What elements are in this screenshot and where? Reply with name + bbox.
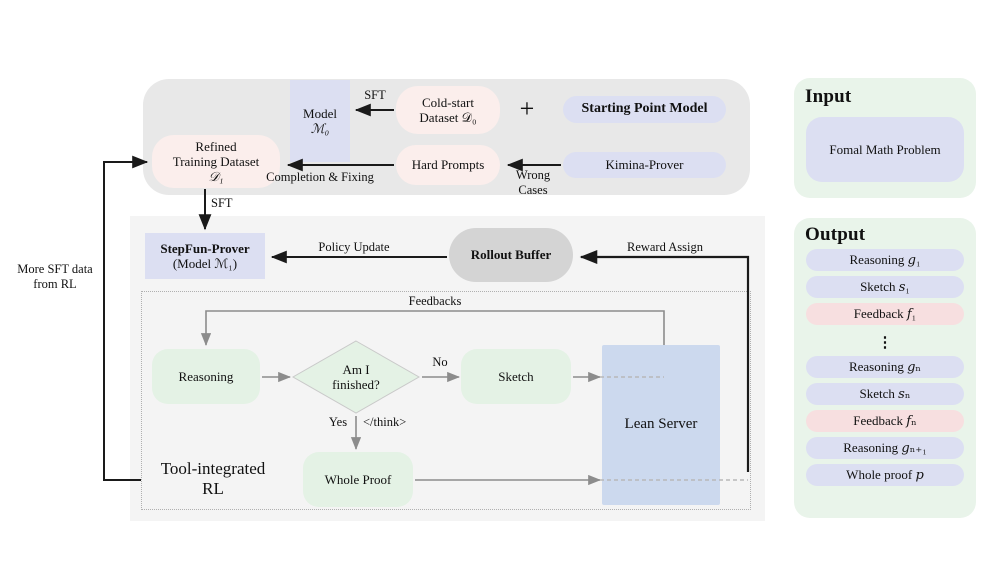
tool-rl-line1: Tool-integrated (160, 458, 266, 478)
decision-diamond: Am I finished? (292, 340, 420, 414)
output-item-5: Sketch 𝑠ₙ (806, 383, 964, 405)
cold-start-line2: Dataset 𝒟₀ (419, 110, 477, 125)
rollout-buffer-box: Rollout Buffer (449, 228, 573, 282)
output-item-label: Reasoning 𝑔₁ (849, 252, 921, 268)
edge-label-no: No (432, 355, 448, 369)
edge-label-think-close: </think> (363, 415, 407, 429)
input-panel-title: Input (805, 86, 852, 107)
reasoning-label: Reasoning (178, 368, 234, 384)
output-item-4: Reasoning 𝑔ₙ (806, 356, 964, 378)
edge-label-wrong-cases-line2: Cases (518, 183, 548, 197)
output-item-1: Sketch 𝑠₁ (806, 276, 964, 298)
whole-proof-label: Whole Proof (324, 471, 392, 487)
model-m0-label-line1: Model (303, 105, 337, 121)
lean-server-label: Lean Server (624, 416, 698, 433)
cold-start-dataset-box: Cold-start Dataset 𝒟₀ (396, 86, 500, 134)
model-m0-label-line2: ℳ₀ (310, 121, 330, 136)
decision-line1: Am I (342, 361, 370, 377)
rollout-buffer-label: Rollout Buffer (470, 247, 552, 263)
output-item-label: Feedback 𝑓ₙ (853, 413, 917, 429)
sketch-label: Sketch (498, 368, 534, 384)
edge-label-more-sft-line2: from RL (33, 277, 77, 291)
model-m0-box: Model ℳ₀ (290, 80, 350, 162)
plus-symbol: + (519, 93, 535, 123)
stepfun-prover-line1: StepFun-Prover (160, 240, 250, 256)
tool-integrated-rl-label: Tool-integrated RL (148, 455, 278, 503)
edge-label-sft-top: SFT (364, 88, 386, 102)
output-item-label: Whole proof 𝑝 (846, 467, 924, 483)
refined-dataset-line1: Refined (195, 138, 237, 154)
stepfun-prover-line2: (Model ℳ₁) (172, 256, 238, 271)
output-items-list: Reasoning 𝑔₁ Sketch 𝑠₁ Feedback 𝑓₁ ⋮ Reasoni… (806, 249, 964, 511)
kimina-prover-label: Kimina-Prover (605, 157, 684, 173)
output-panel-title: Output (805, 224, 866, 245)
refined-training-dataset-box: Refined Training Dataset 𝒟₁ (152, 135, 280, 188)
edge-label-reward-assign: Reward Assign (626, 240, 704, 254)
lean-server-box: Lean Server (602, 345, 720, 505)
edge-label-feedbacks: Feedbacks (408, 294, 462, 308)
edge-label-more-sft-line1: More SFT data (17, 262, 93, 276)
edge-label-wrong-cases-line1: Wrong (515, 168, 551, 182)
output-item-label: Sketch 𝑠₁ (860, 279, 910, 295)
reasoning-box: Reasoning (152, 349, 260, 404)
output-item-6: Feedback 𝑓ₙ (806, 410, 964, 432)
output-item-8: Whole proof 𝑝 (806, 464, 964, 486)
output-item-label: Reasoning 𝑔ₙ₊₁ (843, 440, 927, 456)
output-item-label: Reasoning 𝑔ₙ (848, 359, 922, 375)
output-item-7: Reasoning 𝑔ₙ₊₁ (806, 437, 964, 459)
refined-dataset-line2: Training Dataset (172, 153, 260, 169)
hard-prompts-box: Hard Prompts (396, 145, 500, 185)
whole-proof-box: Whole Proof (303, 452, 413, 507)
hard-prompts-label: Hard Prompts (411, 157, 485, 173)
edge-label-policy-update: Policy Update (318, 240, 390, 254)
edge-label-completion-fixing: Completion & Fixing (266, 170, 374, 184)
sketch-box: Sketch (461, 349, 571, 404)
edge-label-sft-down: SFT (211, 196, 233, 210)
input-item-label: Fomal Math Problem (829, 141, 941, 157)
output-item-ellipsis: ⋮ (877, 334, 893, 351)
output-item-label: Sketch 𝑠ₙ (859, 386, 911, 402)
tool-rl-line2: RL (202, 479, 224, 498)
input-item-formal-math-problem: Fomal Math Problem (806, 117, 964, 182)
output-item-label: Feedback 𝑓₁ (853, 306, 917, 322)
output-item-2: Feedback 𝑓₁ (806, 303, 964, 325)
decision-line2: finished? (332, 377, 380, 392)
output-item-0: Reasoning 𝑔₁ (806, 249, 964, 271)
stepfun-prover-box: StepFun-Prover (Model ℳ₁) (145, 233, 265, 279)
refined-dataset-line3: 𝒟₁ (208, 169, 224, 185)
starting-point-model-box: Starting Point Model (563, 96, 726, 123)
edge-label-yes: Yes (328, 415, 348, 429)
kimina-prover-box: Kimina-Prover (563, 152, 726, 178)
cold-start-line1: Cold-start (422, 94, 474, 110)
starting-point-model-label: Starting Point Model (581, 101, 708, 117)
